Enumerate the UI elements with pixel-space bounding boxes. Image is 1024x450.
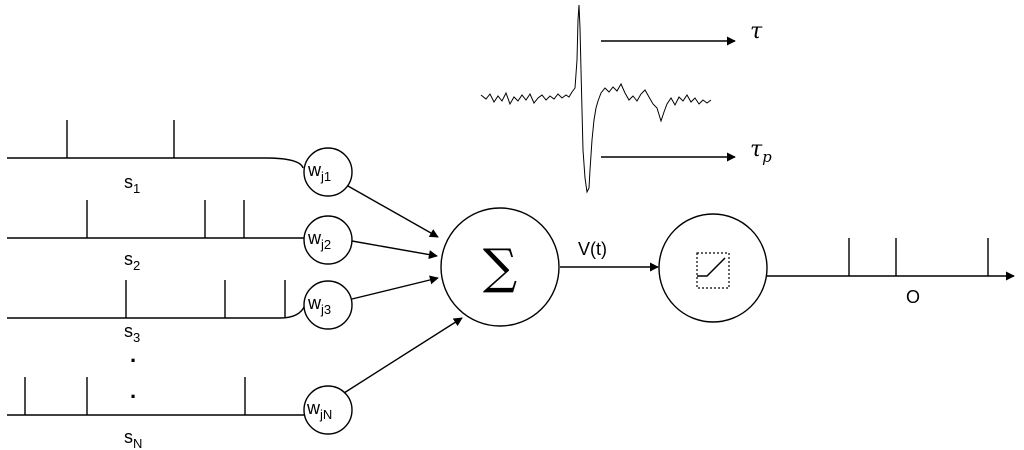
ramp-icon	[697, 257, 726, 277]
activation-box-icon	[696, 252, 730, 289]
input-label-n: sN	[124, 427, 142, 450]
weight-node-n: wjN	[303, 385, 353, 435]
weight-node-1: wj1	[303, 147, 353, 197]
tau-p-label: τp	[750, 137, 772, 166]
ellipsis-dot-2: .	[130, 378, 136, 403]
svg-text:wj3: wj3	[307, 293, 331, 317]
summation-node: ∑	[440, 207, 560, 327]
summation-symbol: ∑	[483, 239, 517, 295]
input-label-1: s1	[124, 172, 140, 196]
tau-label: τ	[750, 19, 763, 44]
input-label-3: s3	[124, 321, 140, 345]
spike-waveform	[480, 4, 712, 194]
svg-text:wjN: wjN	[306, 398, 332, 422]
weight-to-sum-arrows	[343, 185, 463, 394]
input-label-2: s2	[124, 249, 140, 273]
weight-node-3: wj3	[303, 280, 353, 330]
svg-text:wj2: wj2	[307, 228, 331, 252]
weight-node-2: wj2	[303, 215, 353, 265]
svg-text:wj1: wj1	[307, 160, 331, 184]
input-spike-train-n	[7, 377, 305, 416]
membrane-potential-label: V(t)	[578, 239, 607, 259]
output-spike-train	[767, 238, 1015, 281]
output-label: O	[906, 287, 920, 307]
input-spike-train-1	[7, 120, 304, 169]
ellipsis-dot-1: .	[130, 342, 136, 367]
input-spike-train-3	[7, 280, 306, 319]
input-spike-train-2	[7, 200, 305, 239]
activation-node	[658, 213, 768, 323]
